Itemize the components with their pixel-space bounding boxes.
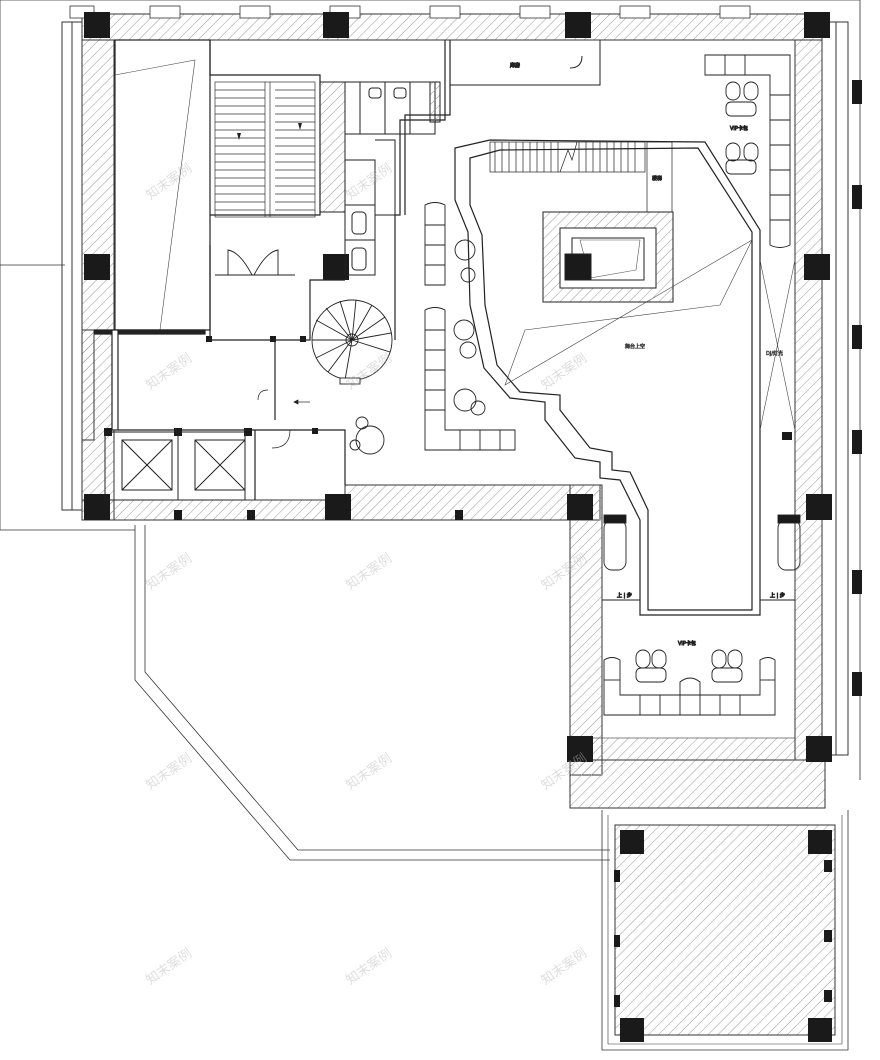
structural-columns	[84, 12, 832, 1042]
entrance-doors	[215, 249, 295, 276]
vip-booth-bottom: VIP卡包	[603, 640, 776, 716]
window-strip-right	[822, 21, 849, 756]
step-left-label: 上 | 步	[617, 592, 632, 599]
stage-platform	[542, 211, 674, 303]
watermark: 知末案例	[538, 945, 590, 988]
staircase-main	[214, 81, 316, 218]
elevator-shafts	[104, 431, 246, 501]
watermark: 知末案例	[143, 750, 195, 793]
watermark: 知末案例	[343, 160, 395, 203]
dj-light-label: DJ/灯光	[766, 350, 783, 357]
stair-arrows	[237, 123, 302, 140]
vip-booth-top: VIP卡包	[704, 54, 791, 248]
window-strip-left	[61, 21, 82, 511]
upstairs-label: 楼梯	[652, 175, 662, 182]
watermark: 知末案例	[143, 945, 195, 988]
corridor-seats: 上 | 步 上 | 步	[602, 514, 801, 601]
restroom-block	[319, 81, 441, 276]
round-table	[349, 416, 385, 455]
structural-walls-upper	[81, 13, 823, 776]
vip-bottom-label: VIP卡包	[678, 640, 696, 647]
window-mullions-right	[852, 80, 862, 696]
door-swings	[257, 389, 310, 449]
dj-light-area: DJ/灯光	[759, 259, 796, 431]
watermark: 知末案例	[143, 550, 195, 593]
watermark: 知末案例	[143, 160, 195, 203]
storage-room: 库房	[449, 40, 601, 86]
terrace-lower	[569, 737, 849, 1051]
vip-top-label: VIP卡包	[730, 125, 748, 132]
watermark: 知末案例	[343, 945, 395, 988]
step-right-label: 上 | 步	[770, 592, 785, 599]
spiral-staircase	[311, 299, 393, 385]
watermark: 知末案例	[538, 350, 590, 393]
booth-seating-left	[424, 202, 516, 451]
watermark: 知末案例	[343, 750, 395, 793]
watermark: 知末案例	[343, 350, 395, 393]
watermark: 知末案例	[343, 550, 395, 593]
bar-stairs: 楼梯	[489, 141, 673, 213]
site-outline	[0, 0, 861, 861]
stage-void-label: 舞台上空	[625, 343, 645, 350]
bar-stage-outline	[454, 139, 761, 616]
interior-walls	[94, 39, 451, 500]
storage-label: 库房	[510, 62, 520, 69]
watermark: 知末案例	[143, 350, 195, 393]
